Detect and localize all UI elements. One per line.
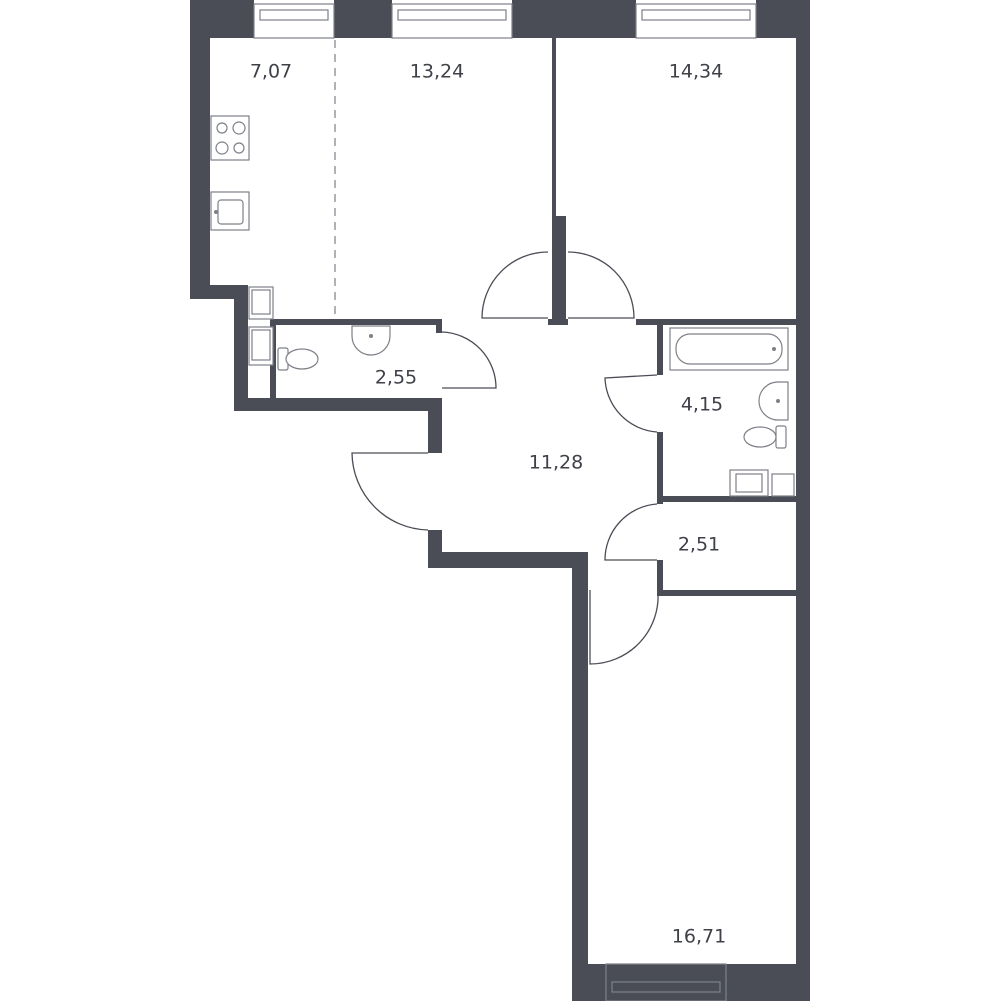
window-bedroom-1 — [635, 3, 757, 39]
windows — [253, 3, 757, 1001]
room-labels: 7,07 13,24 14,34 2,55 4,15 11,28 2,51 16… — [250, 61, 726, 948]
kitchen-sink-icon — [210, 191, 250, 231]
window-bedroom-2 — [605, 963, 727, 1001]
interior-walls — [270, 38, 796, 596]
bathroom-sink-icon — [758, 381, 789, 421]
doors — [351, 251, 659, 665]
room-area-storage: 2,51 — [678, 534, 720, 556]
room-area-living: 13,24 — [410, 61, 464, 83]
room-area-bedroom-2: 16,71 — [672, 926, 726, 948]
bathroom-washer-icon — [729, 469, 795, 497]
room-area-hall: 11,28 — [529, 452, 583, 474]
fixtures — [210, 115, 795, 497]
bathroom-toilet-icon — [743, 425, 787, 449]
room-area-kitchen: 7,07 — [250, 61, 292, 83]
room-area-bedroom-1: 14,34 — [669, 61, 723, 83]
outer-walls — [190, 0, 810, 1001]
wc-sink-icon — [351, 325, 391, 356]
washing-machine-icon — [248, 286, 274, 366]
stove-icon — [210, 115, 250, 161]
window-living — [391, 3, 513, 39]
room-area-bathroom: 4,15 — [681, 394, 723, 416]
bathtub-icon — [669, 327, 789, 371]
window-kitchen — [253, 3, 335, 39]
toilet-icon — [277, 347, 319, 371]
room-area-wc: 2,55 — [375, 367, 417, 389]
